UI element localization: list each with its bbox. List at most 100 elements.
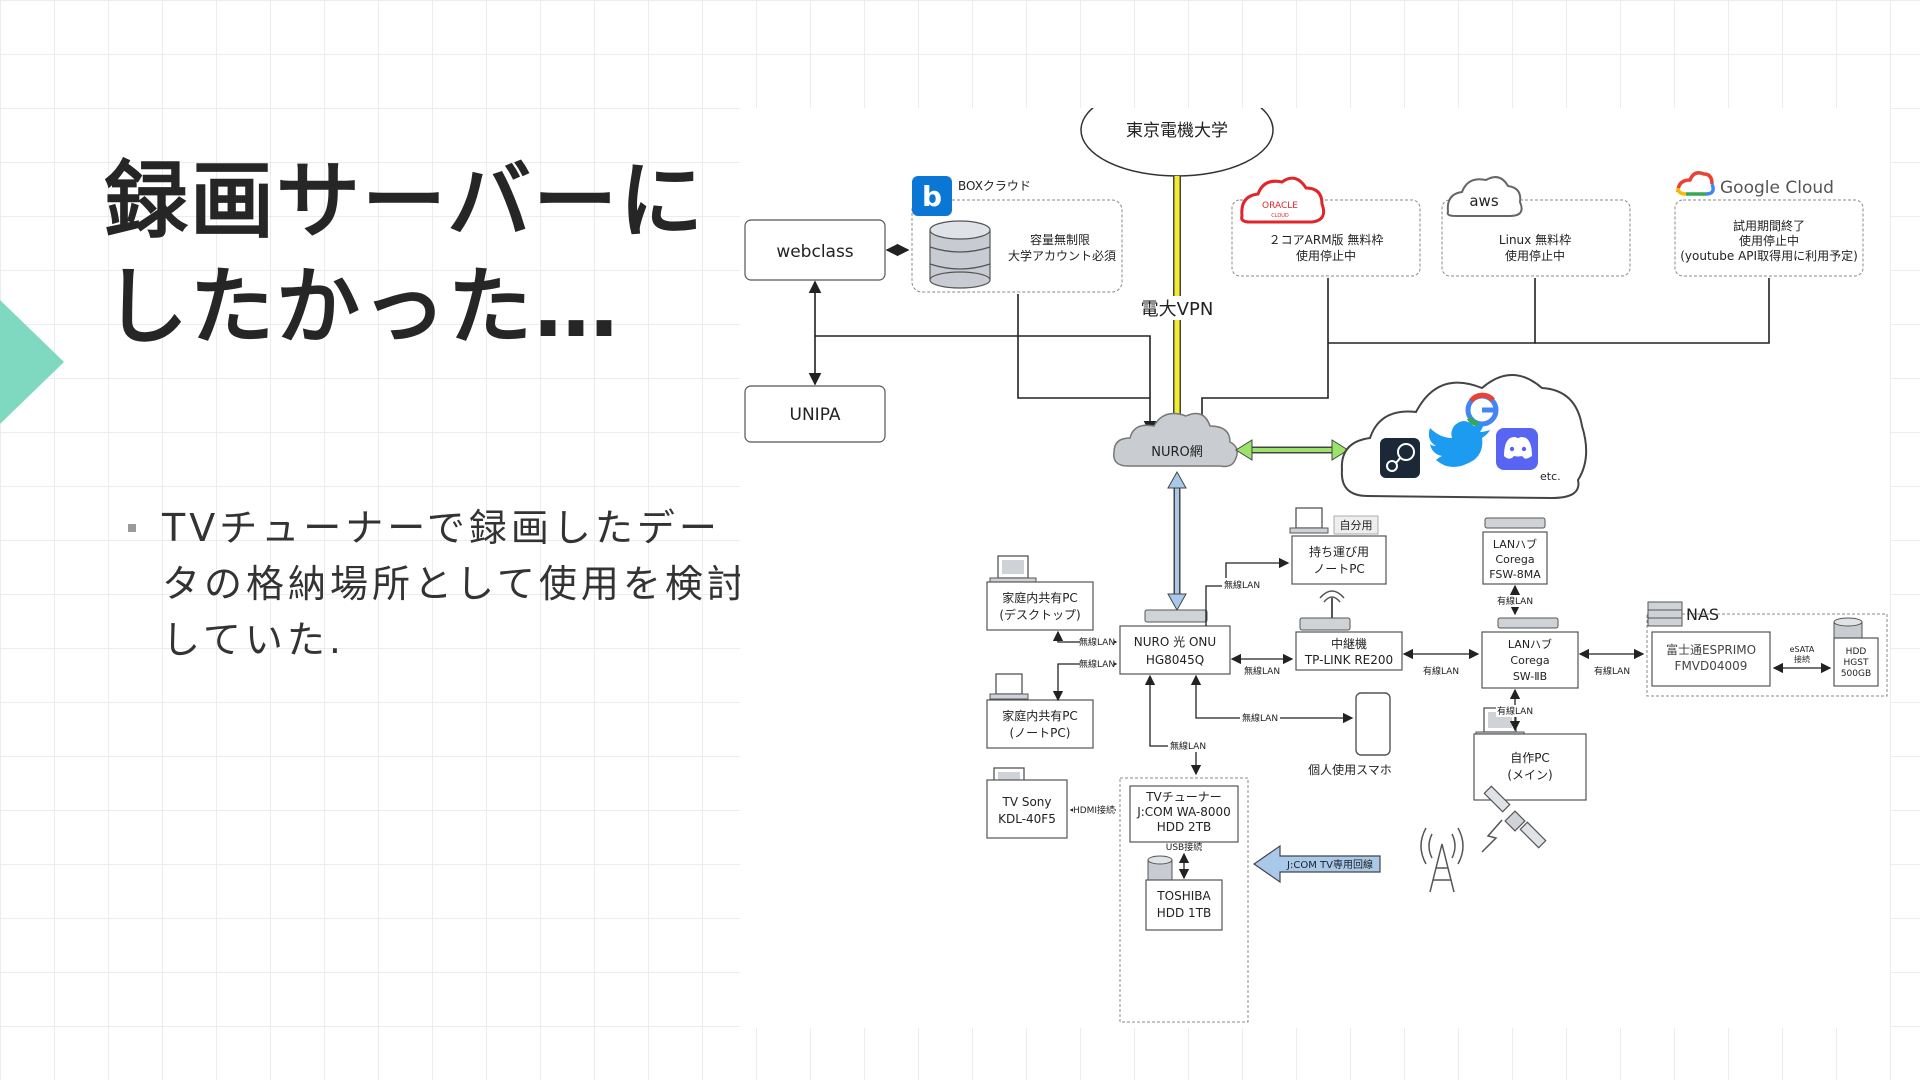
box-title: BOXクラウド	[958, 179, 1031, 193]
nuro-network-cloud-icon	[1113, 412, 1238, 468]
oracle-desc-1: ２コアARM版 無料枠	[1269, 232, 1384, 247]
toshiba-hdd-node	[1145, 879, 1223, 931]
bullet-marker-icon	[128, 524, 136, 532]
tuner-label-3: HDD 2TB	[1157, 820, 1212, 834]
box-logo-icon	[912, 176, 952, 216]
lan-hub1-label-2: Corega	[1495, 553, 1534, 566]
oracle-cloud-icon	[1240, 176, 1326, 224]
lan-hub1-label-3: FSW-8MA	[1489, 568, 1541, 581]
carry-laptop-label-1: 持ち運び用	[1309, 544, 1369, 559]
box-logo-letter: b	[922, 180, 942, 213]
onu-node	[1119, 625, 1231, 675]
tuner-label-2: J:COM WA-8000	[1136, 805, 1231, 819]
bullet-list: TVチューナーで録画したデータの格納場所として使用を検討していた.	[128, 500, 758, 668]
hdd-hgst-icon	[1833, 617, 1863, 639]
family-laptop-label-2: (ノートPC)	[1010, 726, 1071, 740]
unipa-label: UNIPA	[790, 405, 841, 425]
usb-label: USB接続	[1166, 841, 1202, 853]
university-node	[1080, 108, 1274, 177]
tv-label-1: TV Sony	[1001, 795, 1051, 809]
lan-hub1-device-icon	[1484, 517, 1546, 529]
family-desktop-label-2: (デスクトップ)	[999, 607, 1080, 622]
vpn-label: 電大VPN	[1141, 299, 1214, 320]
tuner-node	[1129, 785, 1239, 843]
toshiba-hdd-icon	[1147, 855, 1173, 881]
family-laptop-label-1: 家庭内共有PC	[1002, 708, 1078, 723]
bullet-text: TVチューナーで録画したデータの格納場所として使用を検討していた.	[162, 506, 749, 662]
accent-triangle	[0, 300, 64, 424]
oracle-logo-sub: CLOUD	[1271, 213, 1289, 219]
lan-hub1-node	[1482, 531, 1548, 585]
nas-label-2: FMVD04009	[1675, 659, 1748, 673]
gcloud-node	[1674, 199, 1864, 277]
webclass-label: webclass	[776, 242, 853, 262]
upper-connections	[808, 243, 1770, 434]
relay-node	[1295, 631, 1403, 671]
university-label: 東京電機大学	[1126, 121, 1228, 141]
slide-title: 録画サーバーに したかった…	[104, 152, 706, 356]
unipa-node	[744, 385, 886, 443]
carry-laptop-label-2: ノートPC	[1313, 562, 1365, 576]
aws-logo-text: aws	[1469, 192, 1498, 210]
lan-hub2-device-icon	[1497, 617, 1559, 629]
tv-node	[986, 779, 1068, 839]
gcloud-title: Google Cloud	[1720, 178, 1834, 198]
lan-label: 無線LAN	[1224, 579, 1260, 591]
esata-label-2: 接続	[1794, 654, 1810, 664]
radio-tower-icon	[1420, 827, 1464, 893]
self-use-label: 自分用	[1340, 519, 1373, 532]
hdmi-label: HDMI接続	[1073, 804, 1115, 816]
box-desc-2: 大学アカウント必須	[1008, 248, 1116, 263]
hdd-hgst-label-3: 500GB	[1841, 669, 1871, 679]
aws-cloud-icon	[1446, 176, 1523, 217]
lan-label: 有線LAN	[1594, 665, 1630, 677]
lan-label: 無線LAN	[1079, 658, 1115, 670]
family-desktop-node	[986, 581, 1094, 631]
esata-label-1: eSATA	[1790, 645, 1815, 654]
aws-desc-1: Linux 無料枠	[1499, 232, 1571, 247]
smartphone-icon	[1355, 692, 1391, 756]
lan-label: 無線LAN	[1170, 740, 1206, 752]
server-icon	[1647, 601, 1683, 627]
self-use-tag	[1333, 515, 1379, 535]
onu-uplink	[1167, 470, 1187, 612]
lan-hub2-label-2: Corega	[1510, 654, 1549, 667]
jcom-line-label: J:COM TV専用回線	[1286, 858, 1373, 871]
oracle-desc-2: 使用停止中	[1296, 248, 1356, 263]
hdd-hgst-node	[1833, 637, 1879, 687]
desktop-icon	[989, 555, 1037, 585]
family-desktop-label-1: 家庭内共有PC	[1002, 590, 1078, 605]
wifi-antenna-icon	[1319, 590, 1345, 618]
discord-icon	[1496, 428, 1538, 470]
lan-hub1-label-1: LANハブ	[1493, 537, 1537, 551]
aws-desc-2: 使用停止中	[1505, 248, 1565, 263]
nuro-network-label: NURO網	[1151, 445, 1203, 460]
hdd-hgst-label-2: HGST	[1844, 658, 1869, 668]
lan-label: 有線LAN	[1497, 595, 1533, 607]
gcloud-desc-3: (youtube API取得用に利用予定)	[1680, 248, 1858, 263]
nas-node	[1651, 631, 1771, 687]
lan-label: 無線LAN	[1079, 636, 1115, 648]
gcloud-desc-1: 試用期間終了	[1733, 218, 1805, 233]
custom-pc-node	[1473, 733, 1587, 801]
internet-etc-label: etc.	[1540, 470, 1561, 483]
lan-hub2-node	[1481, 631, 1579, 689]
relay-label-2: TP-LINK RE200	[1304, 653, 1393, 667]
google-cloud-icon	[1676, 171, 1715, 196]
steam-icon	[1380, 438, 1420, 478]
network-diagram-svg: 東京電機大学 電大VPN webclass UNIPA b BOXクラウド 容量…	[744, 108, 1888, 1023]
onu-label-1: NURO 光 ONU	[1134, 635, 1216, 649]
internet-link	[1235, 439, 1349, 461]
database-icon	[929, 220, 991, 289]
network-diagram: 東京電機大学 電大VPN webclass UNIPA b BOXクラウド 容量…	[740, 108, 1890, 1028]
toshiba-label-2: HDD 1TB	[1157, 906, 1212, 920]
nas-label: NAS	[1686, 605, 1719, 624]
family-laptop-icon	[989, 673, 1029, 700]
relay-device-icon	[1299, 617, 1351, 631]
lan-label: 無線LAN	[1244, 665, 1280, 677]
onu-device-icon	[1144, 609, 1208, 623]
smartphone-label: 個人使用スマホ	[1308, 762, 1392, 777]
signal-bolt-icon	[1481, 819, 1503, 853]
lan-label: 有線LAN	[1423, 665, 1459, 677]
lan-label: 有線LAN	[1497, 705, 1533, 717]
